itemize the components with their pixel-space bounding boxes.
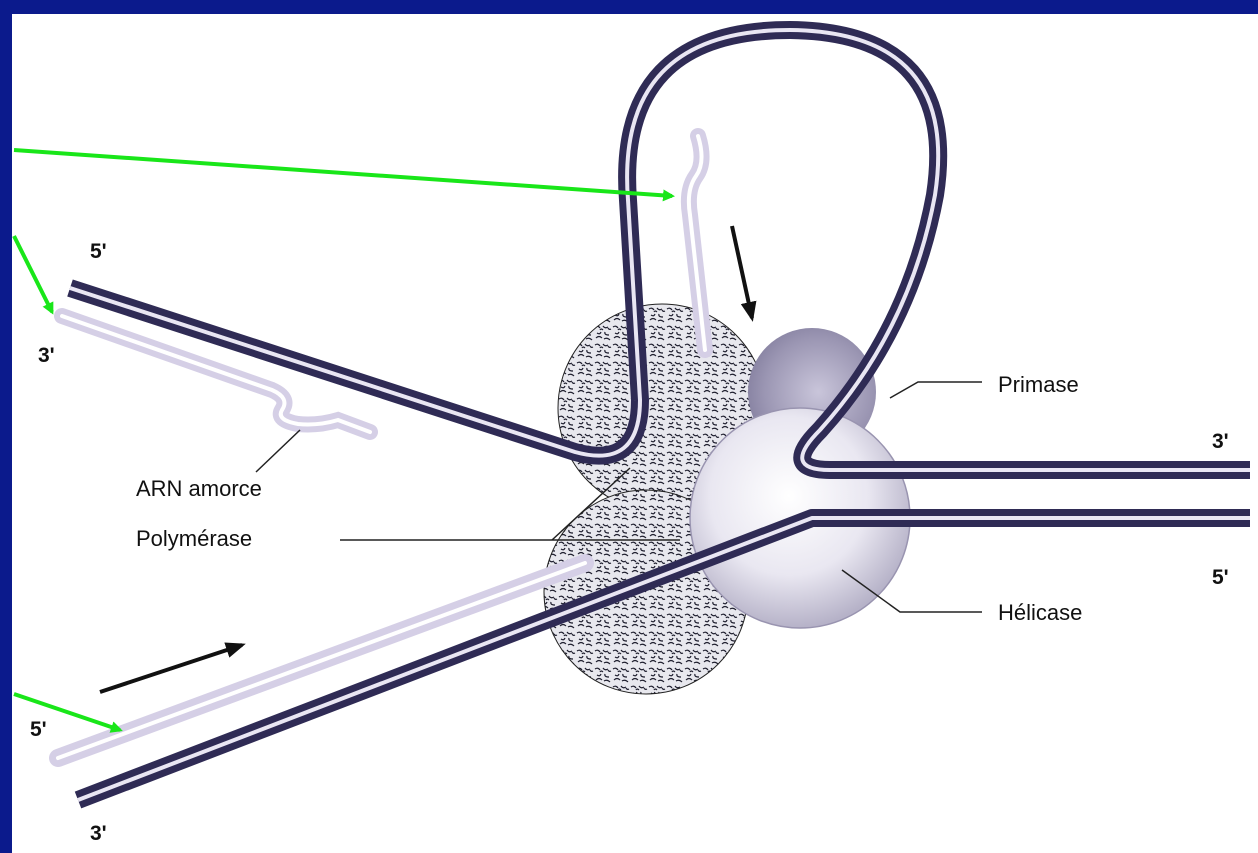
pointer-arrow-loop [14, 150, 672, 196]
lagging-new-strand [58, 563, 585, 758]
end-label-left-top-5: 5' [90, 240, 107, 263]
label-arn-amorce: ARN amorce [136, 476, 262, 501]
end-label-left-bottom-5: 5' [30, 718, 47, 741]
leader-primase [890, 382, 982, 398]
pointer-arrow-primer [14, 236, 52, 312]
end-label-left-bottom-3: 3' [90, 822, 107, 845]
end-label-left-top-3: 3' [38, 344, 55, 367]
direction-arrow-down [732, 226, 752, 318]
leader-arn-amorce [256, 430, 300, 472]
end-label-right-bottom-5: 5' [1212, 566, 1229, 589]
direction-arrow-up-right [100, 645, 242, 692]
label-primase: Primase [998, 372, 1079, 397]
end-label-right-top-3: 3' [1212, 430, 1229, 453]
label-polymerase: Polymérase [136, 526, 252, 551]
label-helicase: Hélicase [998, 600, 1082, 625]
